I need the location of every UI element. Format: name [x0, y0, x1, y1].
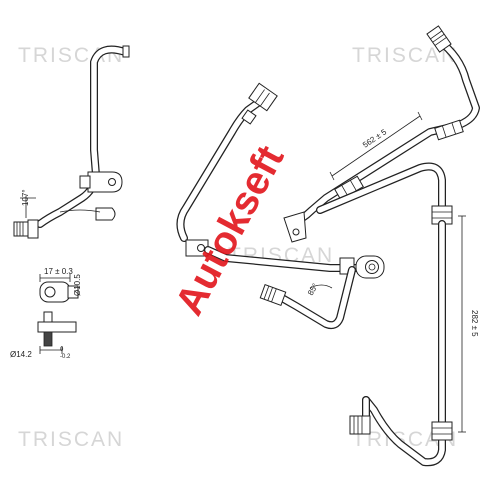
left-bore-label: Ø10.5 [73, 274, 82, 296]
left-hose-assembly: 107° [13, 45, 130, 239]
right-bottom-fitting [349, 396, 371, 435]
left-hose-fitting [13, 219, 39, 239]
watermark-bottom-right: TRISCAN [352, 428, 458, 451]
left-od-tolerance-upper: 0 [60, 347, 64, 353]
parallel-hose [316, 162, 446, 218]
left-od-label: Ø14.2 [10, 350, 32, 359]
left-fitting-detail: 17 ± 0.3 Ø10.5 Ø14.2 -0.2 0 [10, 267, 82, 360]
right-top-connector [426, 25, 452, 53]
crimp-sleeve-upper [434, 119, 464, 141]
lower-mid-fitting [259, 284, 287, 306]
left-hose-top-cap [122, 45, 130, 58]
right-length-label: 282 ± 5 [470, 310, 479, 337]
upper-hose-top-fitting [241, 82, 278, 125]
lower-mid-hose: 85° [259, 266, 356, 330]
left-width-label: 17 ± 0.3 [44, 267, 73, 276]
watermark-top-right: TRISCAN [352, 44, 458, 67]
upper-length-label: 562 ± 5 [361, 127, 389, 150]
left-angle-label: 107° [21, 189, 30, 206]
right-hose-bracket [283, 211, 307, 243]
right-vertical-crimp-bottom [431, 421, 453, 441]
right-main-hose: 562 ± 5 [283, 25, 480, 243]
watermark-bottom-left: TRISCAN [18, 428, 124, 451]
left-od-tolerance: -0.2 [60, 354, 71, 360]
right-vertical-hose: 282 ± 5 [349, 205, 479, 467]
mid-angle-label: 85° [306, 282, 320, 297]
left-hose-bracket [87, 171, 123, 193]
middle-eye-fitting [355, 255, 385, 279]
upper-long-hose [176, 82, 278, 257]
